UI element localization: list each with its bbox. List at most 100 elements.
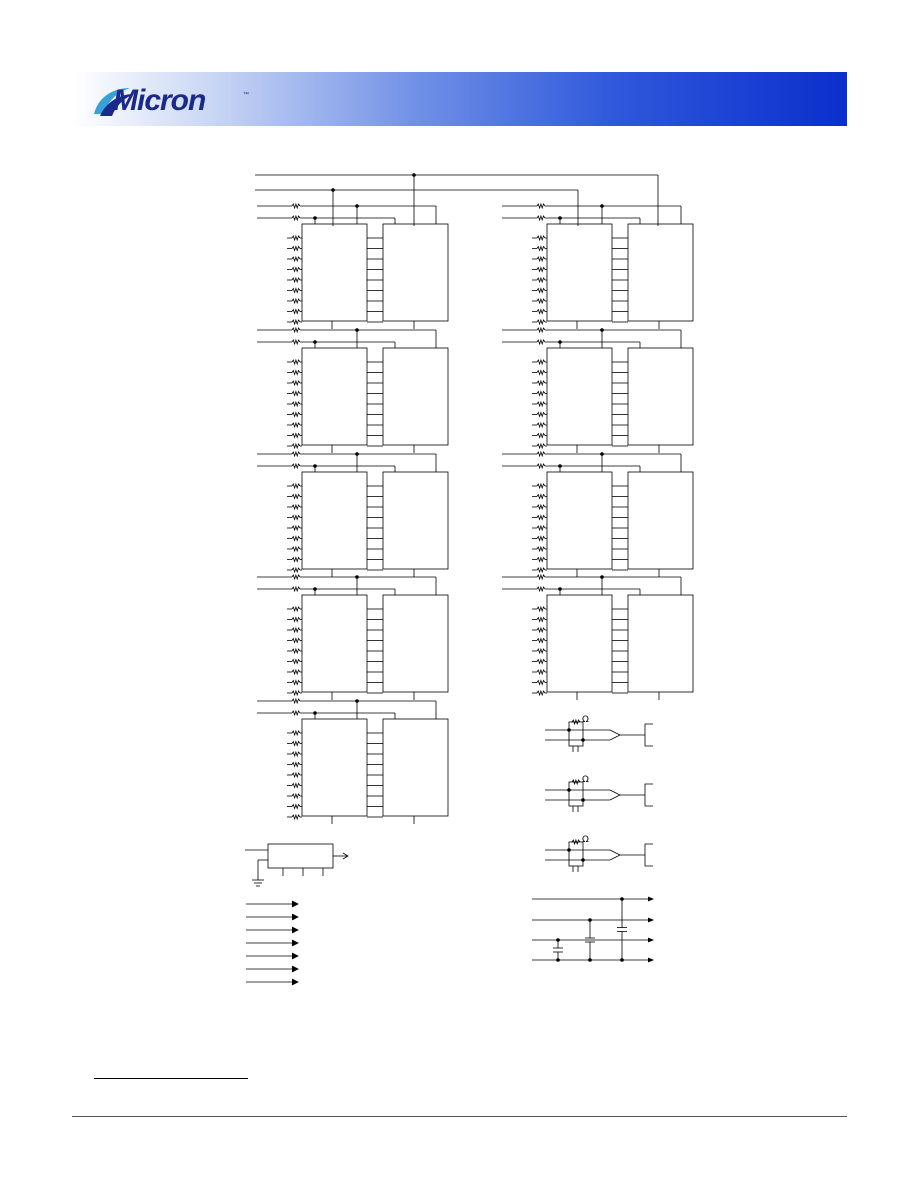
resistor-icon: [536, 647, 546, 655]
resistor-icon: [536, 524, 546, 532]
resistor-icon: [291, 535, 301, 542]
resistor-icon: [536, 245, 546, 252]
resistor-icon: [291, 326, 301, 334]
right-module-column: [502, 202, 694, 700]
resistor-icon: [536, 358, 546, 366]
connector-icon: [644, 723, 653, 747]
resistor-icon: [291, 421, 301, 429]
resistor-icon: [291, 729, 301, 737]
resistor-icon: [536, 255, 546, 263]
junction-dot: [581, 858, 585, 862]
junction-dot: [567, 848, 571, 852]
term-arrow: [609, 849, 621, 861]
dram-chip: [301, 718, 368, 817]
resistor-icon: [291, 338, 301, 346]
decoupling-capacitors: [532, 896, 655, 963]
arrow-head: [647, 937, 655, 943]
resistor-icon: [291, 637, 301, 644]
resistor-icon: [571, 718, 581, 726]
resistor-icon: [536, 616, 546, 623]
resistor-icon: [291, 813, 301, 821]
resistor-icon: [291, 556, 301, 563]
resistor-icon: [291, 658, 301, 665]
left-module-column: [257, 202, 449, 824]
logo-trademark-icon: ™: [243, 92, 249, 98]
dram-chip: [301, 347, 368, 446]
resistor-icon: [291, 462, 301, 470]
termination-blocks: ΩΩΩ: [545, 715, 653, 872]
resistor-icon: [536, 545, 546, 553]
resistor-icon: [291, 792, 301, 800]
resistor-icon: [291, 400, 301, 408]
dram-chip: [627, 223, 694, 322]
resistor-icon: [536, 450, 546, 458]
junction-dot: [581, 798, 585, 802]
dram-chip: [301, 471, 368, 570]
dram-chip: [301, 594, 368, 693]
dram-chip: [627, 594, 694, 693]
resistor-icon: [291, 616, 301, 623]
arrow-head: [647, 957, 655, 963]
resistor-icon: [291, 545, 301, 553]
resistor-icon: [291, 740, 301, 747]
resistor-icon: [536, 432, 546, 439]
arrow-head: [291, 926, 299, 934]
resistor-icon: [536, 326, 546, 334]
connector-icon: [644, 783, 653, 807]
resistor-icon: [536, 573, 546, 581]
resistor-icon: [291, 605, 301, 613]
arrow-head: [291, 913, 299, 921]
resistor-icon: [291, 585, 301, 593]
resistor-icon: [291, 369, 301, 376]
resistor-icon: [536, 514, 546, 521]
dram-chip: [301, 223, 368, 322]
resistor-icon: [536, 566, 546, 574]
resistor-icon: [291, 266, 301, 273]
ohm-symbol: Ω: [582, 775, 589, 785]
resistor-icon: [291, 679, 301, 686]
arrow-head: [291, 939, 299, 947]
term-resistor-box: [568, 721, 584, 747]
resistor-icon: [536, 658, 546, 665]
resistor-icon: [291, 566, 301, 574]
regulator-block: [245, 843, 349, 887]
resistor-icon: [536, 605, 546, 613]
dram-chip: [382, 594, 449, 693]
resistor-icon: [291, 514, 301, 521]
resistor-icon: [291, 450, 301, 458]
resistor-icon: [291, 573, 301, 581]
resistor-icon: [536, 585, 546, 593]
resistor-icon: [291, 297, 301, 305]
resistor-icon: [291, 503, 301, 511]
resistor-icon: [291, 803, 301, 810]
resistor-icon: [536, 276, 546, 284]
dram-chip: [382, 223, 449, 322]
resistor-icon: [291, 379, 301, 387]
resistor-icon: [536, 442, 546, 450]
resistor-icon: [536, 379, 546, 387]
regulator-box: [267, 843, 334, 869]
logo-text: Micron: [113, 84, 206, 117]
resistor-icon: [291, 689, 301, 697]
resistor-icon: [291, 668, 301, 676]
dram-chip: [546, 223, 613, 322]
resistor-icon: [291, 318, 301, 326]
dram-chip: [382, 471, 449, 570]
footer-rule: [72, 1116, 847, 1117]
resistor-icon: [536, 679, 546, 686]
resistor-icon: [291, 626, 301, 634]
resistor-icon: [536, 287, 546, 294]
resistor-icon: [291, 442, 301, 450]
dram-chip: [382, 718, 449, 817]
resistor-icon: [291, 358, 301, 366]
term-resistor-box: [568, 781, 584, 807]
resistor-icon: [536, 369, 546, 376]
top-bus-lines: [255, 173, 659, 226]
resistor-icon: [536, 535, 546, 542]
output-arrow: [342, 852, 349, 860]
resistor-icon: [536, 462, 546, 470]
dram-chip: [546, 594, 613, 693]
resistor-icon: [291, 524, 301, 532]
resistor-icon: [536, 400, 546, 408]
